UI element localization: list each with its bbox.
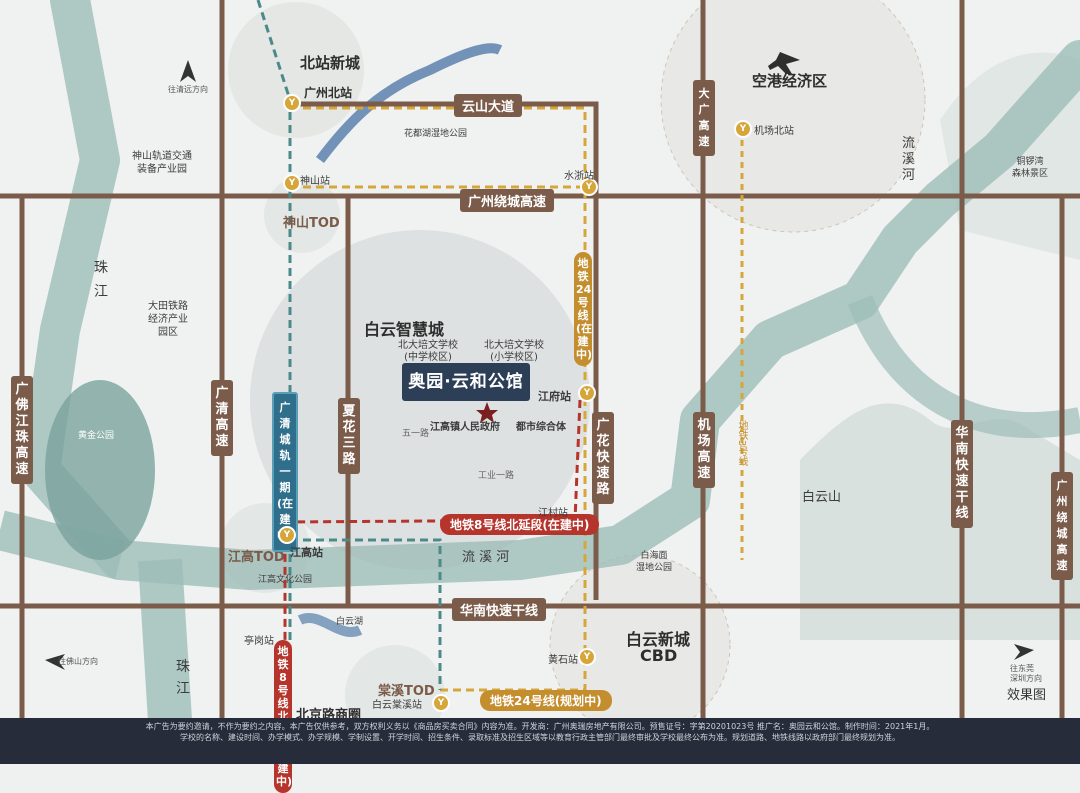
road-huanan-trunk: 华南快速干线 — [951, 420, 973, 528]
road-xiahua: 夏花三路 — [338, 398, 360, 474]
gov-label: 江高镇人民政府 — [430, 422, 500, 433]
road-guangfo: 广佛江珠高速 — [11, 376, 33, 484]
shenshan-tod-label: 神山TOD — [283, 216, 340, 231]
liuxi-east-label: 流 溪 河 — [902, 136, 916, 183]
road-airport: 机场高速 — [693, 412, 715, 488]
airplane-icon — [768, 52, 800, 74]
road-gongye: 工业一路 — [478, 471, 515, 481]
road-huanan: 华南快速干线 — [452, 598, 547, 621]
baiyun-new-city-label: 白云新城 — [626, 630, 691, 649]
road-ring: 广州绕城高速 — [460, 189, 555, 212]
station-icon: Y — [580, 178, 598, 196]
metro-line24-vertical: 地铁24号线(在建中) — [574, 252, 592, 366]
zhujiang-label: 珠 江 — [94, 260, 108, 300]
station-icon: Y — [734, 120, 752, 138]
station-jiangcun: 江村站 — [538, 508, 568, 519]
road-guangqing: 广清高速 — [211, 380, 233, 456]
tongluo-label: 铜锣湾 森林景区 — [1012, 157, 1049, 179]
huadu-wetland-label: 花都湖湿地公园 — [404, 129, 468, 139]
station-jiangfu: 江府站 — [538, 390, 571, 403]
station-icon: Y — [578, 384, 596, 402]
station-tingang: 亭岗站 — [244, 636, 274, 647]
cbd-label: CBD — [640, 646, 678, 665]
station-icon: Y — [432, 694, 450, 712]
station-icon: Y — [283, 174, 301, 192]
zhujiang-lower-label: 珠 江 — [176, 659, 190, 697]
baihai-wetland-label: 白海面 湿地公园 — [636, 551, 673, 573]
metro-line8-vertical: 地铁8号线北延段(在建中) — [274, 640, 292, 793]
road-dagang: 大广高速 — [693, 80, 715, 156]
tangxi-station-name: 白云棠溪站 — [372, 700, 422, 711]
station-shuixi: 水浙站 — [564, 171, 594, 182]
disclaimer-line-2: 学校的名称、建设时间、办学模式、办学规模、学制设置、开学时间、招生条件、录取标准… — [180, 733, 900, 742]
airport-zone-label: 空港经济区 — [752, 72, 828, 90]
station-huangshi: 黄石站 — [548, 655, 578, 666]
smart-city-label: 白云智慧城 — [364, 320, 445, 339]
station-icon: Y — [283, 94, 301, 112]
school-middle: 北大培文学校 (中学校区) — [398, 340, 458, 363]
road-wuyi: 五一路 — [402, 429, 430, 439]
map-graphic — [0, 0, 1080, 745]
station-airport-north: 机场北站 — [754, 126, 794, 137]
dayang-rail-label: 大田铁路 经济产业 园区 — [148, 301, 188, 338]
huangbian-park-label: 黄金公园 — [78, 431, 115, 441]
complex-label: 都市综合体 — [516, 422, 566, 433]
jianggao-park-label: 江高文化公园 — [258, 575, 313, 585]
jianggao-tod-label: 江高TOD — [228, 550, 285, 565]
liuxi-south-label: 流 溪 河 — [462, 550, 510, 565]
station-jianggao: 江高站 — [290, 546, 323, 559]
station-guangzhou-north: 广州北站 — [304, 86, 353, 100]
effect-image-label: 效果图 — [1006, 688, 1046, 703]
direction-east: 往东莞 深圳方向 — [1010, 664, 1042, 683]
school-primary: 北大培文学校 (小学校区) — [484, 340, 544, 363]
shenshan-rail-label: 神山轨道交通 装备产业园 — [132, 151, 192, 175]
metro-line8-tag: 地铁8号线北延段(在建中) — [440, 514, 600, 535]
metro-line24-tag: 地铁24号线(规划中) — [480, 690, 612, 711]
metro-line3-tag: 地铁3号线 — [736, 420, 747, 467]
project-badge[interactable]: 奥园·云和公馆 — [402, 363, 530, 401]
station-icon: Y — [578, 648, 596, 666]
road-huahua: 广花快速路 — [592, 412, 614, 504]
station-shenshan: 神山站 — [300, 176, 330, 187]
disclaimer: 本广告为要约邀请，不作为要约之内容。本广告仅供参考，双方权利义务以《商品房买卖合… — [0, 718, 1080, 764]
road-ring-vertical: 广州绕城高速 — [1051, 472, 1073, 580]
disclaimer-line-1: 本广告为要约邀请，不作为要约之内容。本广告仅供参考，双方权利义务以《商品房买卖合… — [145, 722, 935, 731]
baiyun-lake-label: 白云湖 — [336, 617, 364, 627]
direction-north: 往清远方向 — [168, 85, 208, 94]
north-station-city-label: 北站新城 — [300, 54, 361, 72]
station-icon: Y — [278, 526, 296, 544]
baiyun-mountain-label: 白云山 — [802, 490, 842, 505]
road-yunshan: 云山大道 — [454, 94, 523, 117]
direction-foshan: 往佛山方向 — [58, 657, 98, 666]
tangxi-tod-label: 棠溪TOD — [378, 684, 435, 699]
